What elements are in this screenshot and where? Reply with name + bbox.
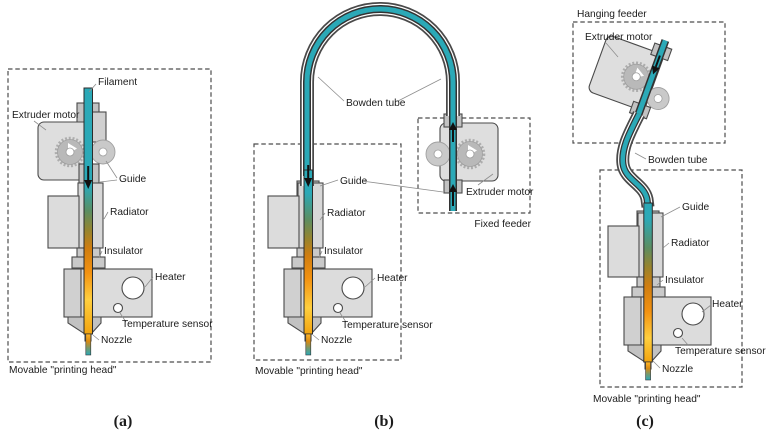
label-box-b: Movable "printing head" [255, 366, 363, 377]
label-box-c: Movable "printing head" [593, 394, 701, 405]
panel-a: Filament Extruder motor Guide Radiator I… [7, 68, 213, 430]
caption-a: (a) [114, 413, 133, 430]
label-radiator-c: Radiator [671, 238, 710, 249]
feed-direction-arrowhead-a [84, 180, 93, 189]
label-hanging-feeder-c: Hanging feeder [577, 9, 647, 20]
heater-mount-b [283, 268, 302, 318]
label-nozzle-c: Nozzle [662, 364, 693, 375]
printing-head-box-c [599, 169, 743, 388]
label-bowden-tube-c: Bowden tube [648, 155, 708, 166]
drive-gear-icon [620, 61, 652, 93]
hanging-feeder-box-c [572, 21, 726, 144]
guide-mount-a [91, 111, 107, 143]
extruded-strand-c [645, 361, 651, 381]
label-insulator-c: Insulator [665, 275, 705, 286]
filament-c [643, 202, 653, 363]
label-insulator-a: Insulator [104, 246, 144, 257]
feed-arrowhead-feeder2-b [449, 184, 457, 192]
label-heater-a: Heater [155, 272, 186, 283]
label-radiator-a: Radiator [110, 207, 149, 218]
temperature-sensor-circle-a [112, 302, 124, 314]
heater-mount-a [63, 268, 82, 318]
label-guide-a: Guide [119, 174, 147, 185]
label-radiator-b: Radiator [327, 208, 366, 219]
filament-b [303, 169, 313, 335]
label-nozzle-a: Nozzle [101, 335, 132, 346]
label-temperature-sensor-a: Temperature sensor [122, 319, 213, 330]
fixed-feeder-box-b [417, 117, 531, 214]
printing-head-box-b [253, 143, 402, 361]
feed-arrowhead-head-b [304, 178, 313, 187]
label-extruder-motor-b: Extruder motor [466, 187, 534, 198]
label-extruder-motor-a: Extruder motor [12, 110, 80, 121]
radiator-block-a [47, 195, 80, 249]
radiator-block-c [607, 225, 640, 278]
panel-c: Hanging feeder Extruder motor Bowden tub… [572, 9, 766, 430]
bowden-tube-b [300, 2, 460, 211]
label-guide-c: Guide [682, 202, 710, 213]
idler-roller-icon [90, 139, 116, 165]
caption-b: (b) [374, 413, 394, 430]
label-heater-b: Heater [377, 273, 408, 284]
temperature-sensor-circle-b [332, 302, 344, 314]
feed-direction-arrow-c [654, 55, 661, 68]
extruded-strand-a [85, 333, 92, 356]
label-insulator-b: Insulator [324, 246, 364, 257]
temperature-sensor-circle-c [672, 327, 684, 339]
heater-mount-c [623, 296, 642, 346]
label-temperature-sensor-c: Temperature sensor [675, 346, 766, 357]
panel-b: Bowden tube Guide Radiator Insulator Hea… [253, 2, 534, 430]
bowden-tube-c [616, 111, 655, 208]
label-temperature-sensor-b: Temperature sensor [342, 320, 433, 331]
label-bowden-tube-b: Bowden tube [346, 98, 406, 109]
label-filament-a: Filament [98, 77, 137, 88]
feed-arrowhead-c [652, 65, 660, 75]
idler-roller-icon [425, 141, 451, 167]
extruded-strand-b [305, 333, 312, 356]
label-nozzle-b: Nozzle [321, 335, 352, 346]
label-guide-b: Guide [340, 176, 368, 187]
idler-roller-icon [646, 87, 670, 110]
label-fixed-feeder-b: Fixed feeder [474, 219, 531, 230]
filament-feeder-c [635, 39, 668, 117]
label-extruder-motor-c: Extruder motor [585, 32, 653, 43]
heater-cartridge-circle-b [341, 276, 365, 300]
feed-arrowhead-feeder1-b [449, 122, 457, 130]
label-box-a: Movable "printing head" [9, 365, 117, 376]
caption-c: (c) [636, 413, 654, 430]
heater-cartridge-circle-a [121, 276, 145, 300]
filament-a [83, 87, 93, 335]
radiator-block-b [267, 195, 300, 249]
hanging-feeder-assembly-c [588, 35, 673, 120]
heater-cartridge-circle-c [681, 302, 705, 326]
label-heater-c: Heater [712, 299, 743, 310]
